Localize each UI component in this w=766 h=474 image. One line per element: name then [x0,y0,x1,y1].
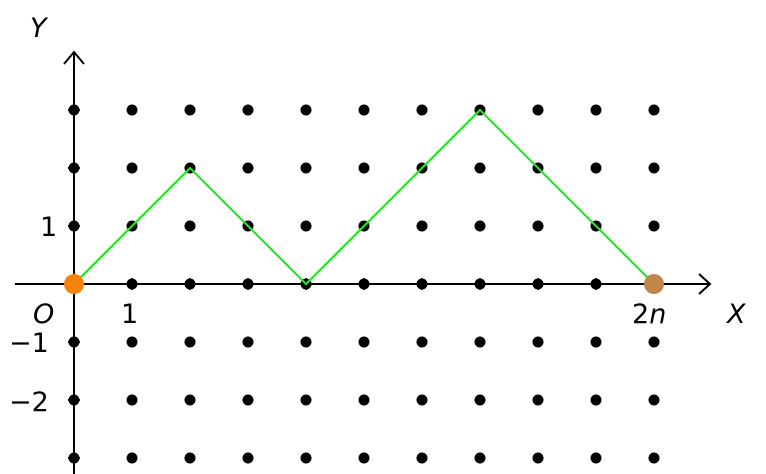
lattice-dot [300,336,312,348]
lattice-dot [126,394,138,406]
lattice-dot [184,104,196,116]
lattice-path [73,108,655,286]
lattice-dot [416,336,428,348]
start-point [64,274,84,294]
lattice-dot [126,104,138,116]
axes [15,50,712,474]
lattice-dot [358,394,370,406]
lattice-dot [474,394,486,406]
lattice-dot [648,336,660,348]
end-point [644,274,664,294]
y-tick-label-minus-2: −2 [9,387,49,418]
lattice-dot [184,336,196,348]
y-tick-label-1: 1 [40,212,57,243]
lattice-dot [242,104,254,116]
lattice-dot [648,162,660,174]
lattice-dot [416,394,428,406]
lattice-dot [300,104,312,116]
lattice-dot [184,452,196,464]
lattice-dot [300,220,312,232]
lattice-dot [300,452,312,464]
lattice-dot [300,394,312,406]
lattice-dot [416,220,428,232]
x-axis-label: X [725,299,746,330]
lattice-dot [532,394,544,406]
lattice-dot [126,452,138,464]
lattice-dot [648,452,660,464]
lattice-dot [126,336,138,348]
lattice-dot [532,452,544,464]
lattice-dot [358,162,370,174]
lattice-dot [358,452,370,464]
lattice-dot [474,220,486,232]
lattice-dot [242,336,254,348]
lattice-dot [242,452,254,464]
lattice-dot [184,220,196,232]
lattice-dot [416,104,428,116]
y-tick-label-minus-1: −1 [9,328,49,359]
lattice-dot [590,394,602,406]
lattice-dot [648,220,660,232]
lattice-dot [300,162,312,174]
lattice-dot [590,336,602,348]
lattice-dot [358,104,370,116]
lattice-dot [590,162,602,174]
x-tick-label-2n: 2n [632,299,666,330]
lattice-dot [358,336,370,348]
lattice-dot [184,394,196,406]
x-axis-arrowhead [698,273,712,295]
lattice-dot [648,394,660,406]
lattice-dot [532,104,544,116]
lattice-dot [474,452,486,464]
lattice-dot [126,162,138,174]
origin-label: O [33,299,54,330]
lattice-dot [532,220,544,232]
lattice-dot [590,104,602,116]
lattice-dot [648,104,660,116]
lattice-dot [242,394,254,406]
x-tick-label-1: 1 [121,299,138,330]
y-axis-label: Y [30,13,49,44]
lattice-dot [590,452,602,464]
lattice-dot [474,336,486,348]
y-axis-arrowhead [63,50,85,65]
lattice-dot [416,452,428,464]
lattice-dot [474,162,486,174]
lattice-dot [242,162,254,174]
lattice-dot [532,336,544,348]
